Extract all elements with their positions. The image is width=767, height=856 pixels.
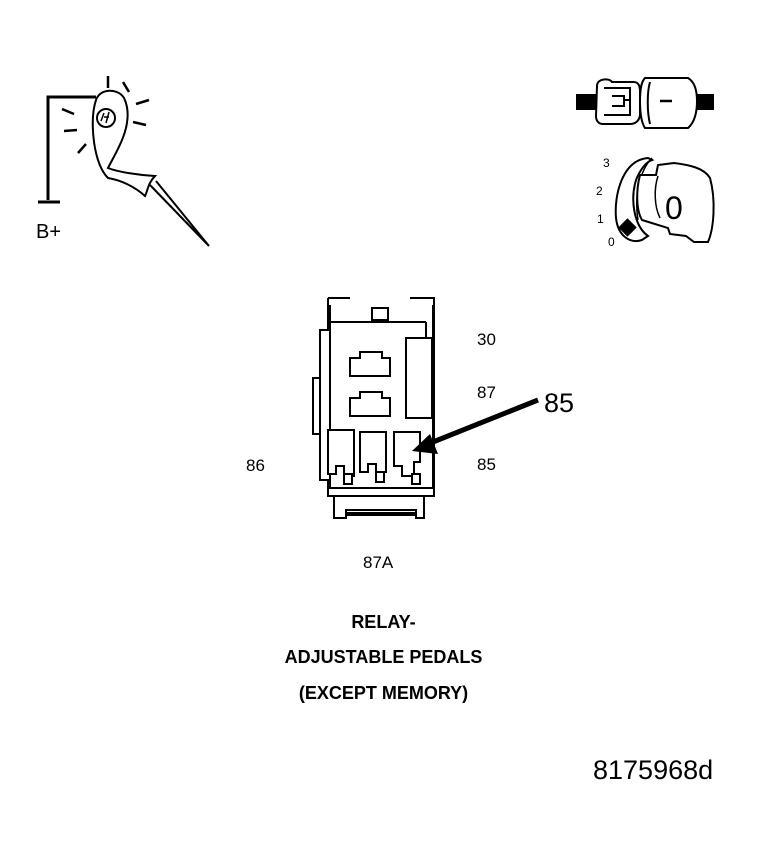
ignition-key-position-label: 0 (665, 190, 683, 226)
ignition-position-0: 0 (608, 235, 615, 249)
ignition-position-1: 1 (597, 212, 604, 226)
pin-label-87a: 87A (363, 553, 394, 572)
figure-id: 8175968d (593, 755, 714, 785)
pin-label-87: 87 (477, 383, 496, 402)
connector-disconnect-icon (576, 77, 714, 129)
pin-85-callout-arrow (412, 397, 539, 454)
test-light-probe-icon (38, 76, 210, 247)
pin-label-86: 86 (246, 456, 265, 475)
callout-pin-85-label: 85 (544, 388, 575, 418)
relay-body (312, 297, 435, 519)
caption-line-3: (EXCEPT MEMORY) (298, 683, 469, 703)
ignition-position-3: 3 (603, 156, 610, 170)
caption-line-1: RELAY- (351, 612, 416, 632)
caption-line-2: ADJUSTABLE PEDALS (284, 647, 483, 667)
pin-label-30: 30 (477, 330, 496, 349)
battery-positive-label: B+ (36, 221, 62, 243)
pin-label-85: 85 (477, 455, 496, 474)
ignition-switch-icon (614, 156, 715, 243)
ignition-position-2: 2 (596, 184, 603, 198)
